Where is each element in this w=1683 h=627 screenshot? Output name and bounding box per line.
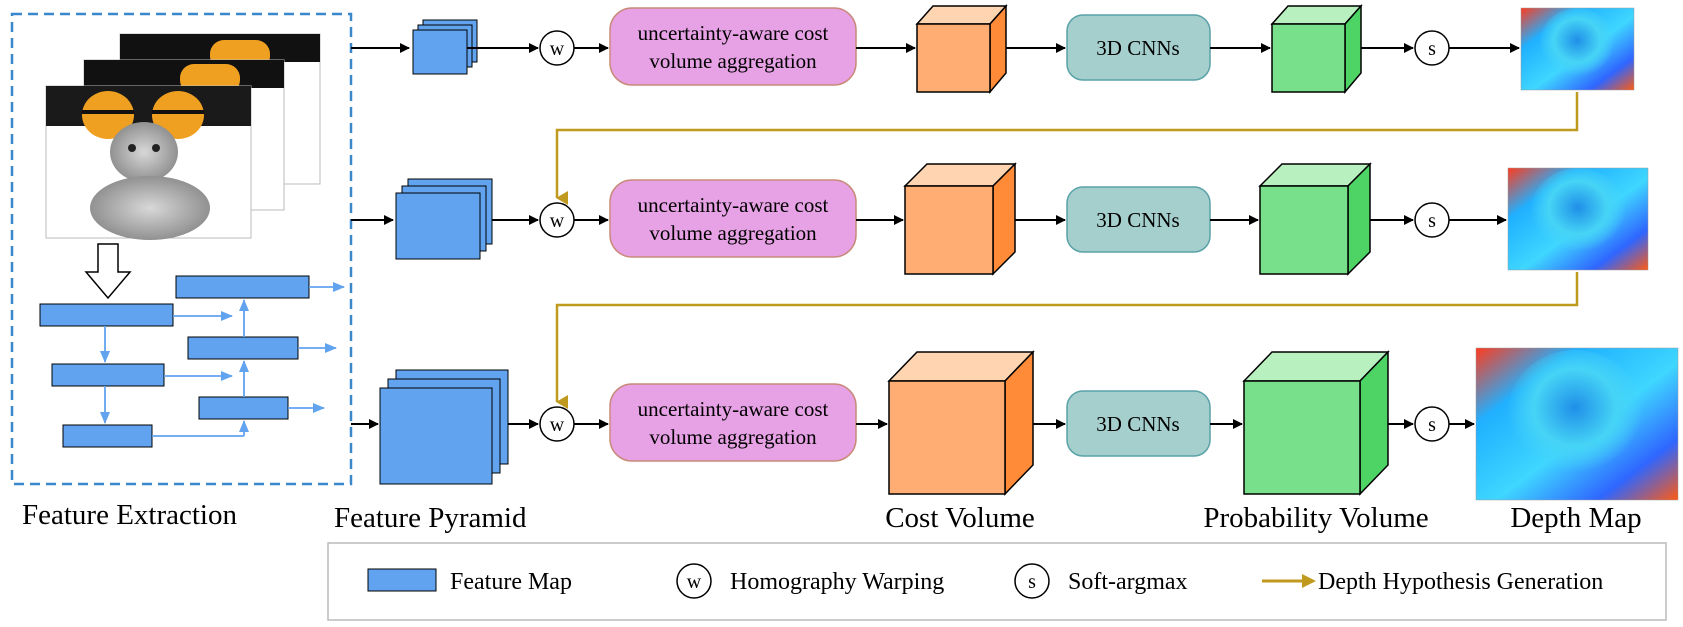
softmax-symbol: s bbox=[1428, 210, 1436, 232]
depth-map-image bbox=[1520, 7, 1635, 91]
extraction-down-arrow bbox=[84, 243, 132, 300]
input-image-stack bbox=[45, 33, 321, 240]
legend-frame bbox=[327, 542, 1667, 621]
aggregation-box bbox=[609, 383, 857, 462]
legend-warp-symbol bbox=[676, 563, 712, 599]
fpn-network bbox=[39, 275, 310, 448]
depth-map-image bbox=[1507, 167, 1649, 271]
depth-hypothesis-arrow bbox=[555, 272, 1579, 409]
aggregation-label-line1: uncertainty-aware cost bbox=[638, 397, 829, 421]
caption-feature-extraction: Feature Extraction bbox=[22, 499, 237, 531]
aggregation-label-line1: uncertainty-aware cost bbox=[638, 21, 829, 45]
cost-volume-cube bbox=[903, 162, 1017, 276]
pipeline-row-3: w uncertainty-aware cost volume aggregat… bbox=[351, 347, 1679, 501]
caption-cost-volume: Cost Volume bbox=[885, 502, 1035, 534]
aggregation-box bbox=[609, 179, 857, 258]
softmax-symbol: s bbox=[1428, 38, 1436, 60]
legend-hypothesis-arrowhead bbox=[1302, 574, 1316, 588]
fpn-block bbox=[187, 336, 299, 360]
aggregation-label-line1: uncertainty-aware cost bbox=[638, 193, 829, 217]
feature-map-stack bbox=[379, 369, 509, 485]
probability-volume-cube bbox=[1242, 350, 1390, 496]
depth-hypothesis-arrow bbox=[555, 92, 1579, 205]
fpn-block bbox=[198, 396, 289, 420]
cost-volume-cube bbox=[915, 4, 1008, 95]
legend: Feature Map w Homography Warping s Soft-… bbox=[327, 542, 1667, 621]
legend-hypothesis-label: Depth Hypothesis Generation bbox=[1318, 569, 1603, 595]
bunny-body bbox=[90, 176, 210, 240]
aggregation-label-line2: volume aggregation bbox=[649, 221, 817, 245]
fpn-block bbox=[62, 424, 153, 448]
cnn-label: 3D CNNs bbox=[1096, 208, 1179, 232]
warp-symbol: w bbox=[550, 38, 565, 60]
feature-extraction-panel bbox=[10, 12, 353, 486]
legend-feature-map-label: Feature Map bbox=[450, 569, 572, 595]
warp-symbol: w bbox=[550, 414, 565, 436]
legend-homography-label: Homography Warping bbox=[730, 569, 944, 595]
depth-map-image bbox=[1475, 347, 1679, 501]
caption-depth-map: Depth Map bbox=[1510, 502, 1641, 534]
aggregation-label-line2: volume aggregation bbox=[649, 49, 817, 73]
warp-symbol: w bbox=[550, 210, 565, 232]
legend-feature-map-swatch bbox=[367, 568, 437, 592]
caption-probability-volume: Probability Volume bbox=[1203, 502, 1428, 534]
fpn-connections bbox=[100, 282, 345, 437]
caption-feature-pyramid: Feature Pyramid bbox=[334, 502, 527, 534]
feature-map-stack bbox=[395, 178, 493, 260]
fpn-block bbox=[39, 303, 174, 327]
legend-soft-argmax-label: Soft-argmax bbox=[1068, 569, 1188, 595]
cnn-label: 3D CNNs bbox=[1096, 412, 1179, 436]
legend-warp-letter: w bbox=[687, 571, 702, 593]
left-earmuff bbox=[82, 91, 134, 139]
cost-volume-cube bbox=[887, 350, 1035, 496]
probability-volume-cube bbox=[1258, 162, 1372, 276]
legend-softmax-letter: s bbox=[1028, 571, 1036, 593]
fpn-block bbox=[51, 363, 165, 387]
aggregation-label-line2: volume aggregation bbox=[649, 425, 817, 449]
feature-map-stack bbox=[412, 19, 478, 75]
legend-softmax-symbol bbox=[1014, 563, 1050, 599]
fpn-block bbox=[175, 275, 310, 299]
bunny-head bbox=[110, 122, 178, 182]
right-earmuff bbox=[152, 91, 204, 139]
probability-volume-cube bbox=[1270, 4, 1363, 95]
pipeline-row-2: w uncertainty-aware cost volume aggregat… bbox=[351, 162, 1649, 276]
aggregation-box bbox=[609, 7, 857, 86]
cnn-label: 3D CNNs bbox=[1096, 36, 1179, 60]
softmax-symbol: s bbox=[1428, 414, 1436, 436]
pipeline-row-1: w uncertainty-aware cost volume aggregat… bbox=[351, 4, 1635, 95]
